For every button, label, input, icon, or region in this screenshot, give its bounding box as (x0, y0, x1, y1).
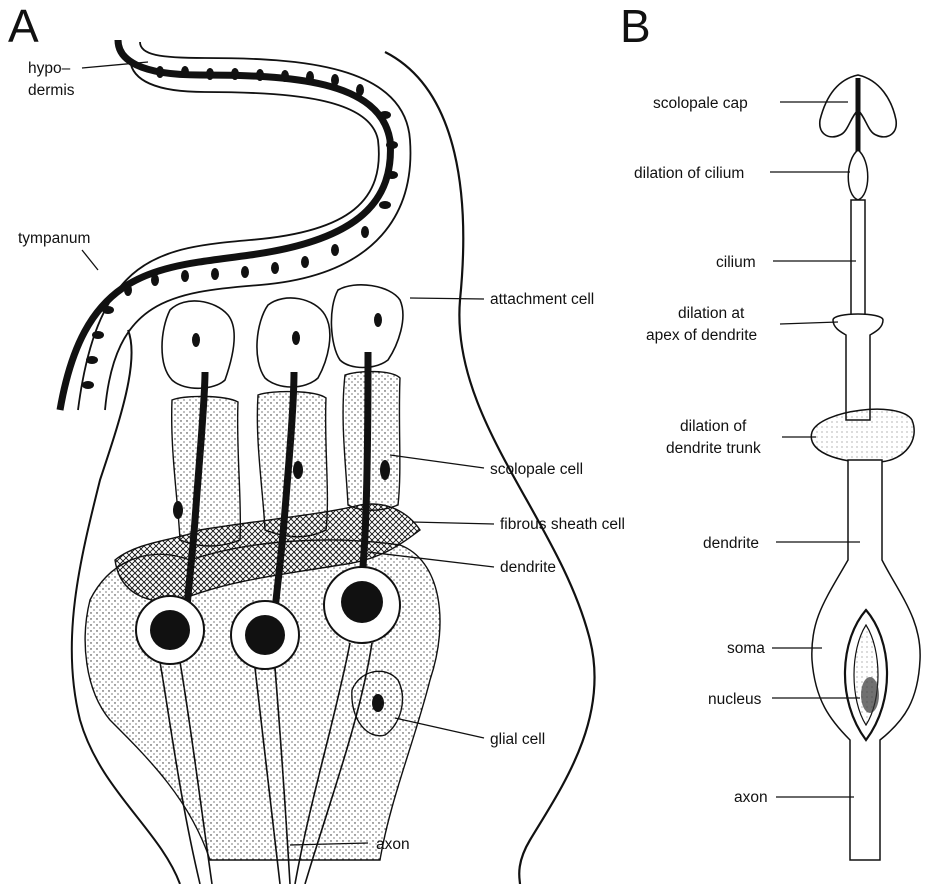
label-scolopale-cell: scolopale cell (490, 461, 583, 478)
leader-tympanum (82, 250, 98, 270)
label-soma: soma (727, 640, 765, 657)
dendrite-trunk-dilation-shape (811, 409, 914, 462)
label-axon-a: axon (376, 836, 410, 853)
label-hypodermis-2: dermis (28, 82, 75, 99)
label-dendrite-b: dendrite (703, 535, 759, 552)
panel-b: B scolopale cap dilation of cilium ciliu… (620, 0, 920, 860)
panel-a-letter: A (8, 0, 39, 52)
label-hypodermis-1: hypo– (28, 60, 71, 77)
label-dilation-of-cilium: dilation of cilium (634, 165, 744, 182)
leader-fibrous-sheath-cell (412, 522, 494, 524)
label-dendrite-a: dendrite (500, 559, 556, 576)
scolopale-cell-3 (343, 372, 400, 511)
panel-b-letter: B (620, 0, 651, 52)
label-cilium: cilium (716, 254, 756, 271)
label-glial-cell: glial cell (490, 731, 545, 748)
label-attachment-cell: attachment cell (490, 291, 594, 308)
leader-attachment-cell (410, 298, 484, 299)
leader-scolopale-cell (390, 455, 484, 468)
neuron-nucleus-2 (245, 615, 285, 655)
cilium-dilation-shape (848, 150, 868, 200)
cilium-shape (851, 200, 865, 318)
neuron-nucleus-3 (341, 581, 383, 623)
label-scolopale-cap: scolopale cap (653, 95, 748, 112)
label-dilation-trunk-2: dendrite trunk (666, 440, 761, 457)
label-dilation-apex-1: dilation at (678, 305, 745, 322)
label-tympanum: tympanum (18, 230, 90, 247)
neuron-nucleus-1 (150, 610, 190, 650)
label-axon-b: axon (734, 789, 768, 806)
label-fibrous-sheath-cell: fibrous sheath cell (500, 516, 625, 533)
panel-a: A (8, 0, 625, 884)
label-nucleus: nucleus (708, 691, 762, 708)
leader-dilation-apex (780, 322, 838, 324)
label-dilation-trunk-1: dilation of (680, 418, 747, 435)
dendrite-apex-shape (833, 314, 883, 420)
label-dilation-apex-2: apex of dendrite (646, 327, 757, 344)
